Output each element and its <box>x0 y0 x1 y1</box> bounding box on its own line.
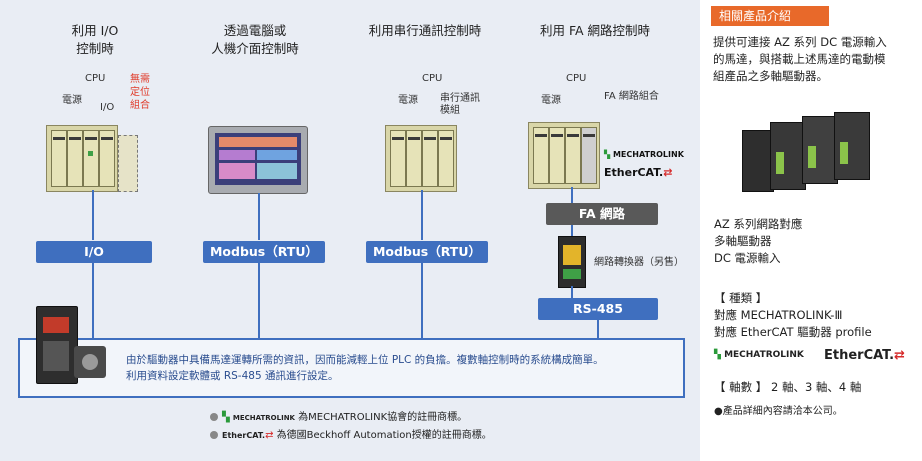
bus-rs485: RS-485 <box>538 298 658 320</box>
bus-modbus-2: Modbus（RTU） <box>366 241 488 263</box>
sidebar-mechatrolink-logo: ▚ MECHATROLINK <box>714 350 804 360</box>
info-line-2: 利用資料設定軟體或 RS-485 通訊進行設定。 <box>126 370 339 382</box>
col1-optional-module <box>118 135 138 192</box>
col4-power-label: 電源 <box>541 95 561 106</box>
col1-heading-line2: 控制時 <box>76 41 114 56</box>
col2-heading-line1: 透過電腦或 <box>223 23 287 38</box>
modbus2-drop-line <box>421 263 423 339</box>
col4-connector-top <box>571 187 573 203</box>
info-box: 由於驅動器中具備馬達運轉所需的資訊，因而能減輕上位 PLC 的負擔。複數軸控制時… <box>18 338 685 398</box>
col3-serial-label-1: 串行通訊 <box>440 93 480 104</box>
col3-serial-label-2: 模組 <box>440 105 460 116</box>
col3-power-label: 電源 <box>398 95 418 106</box>
col1-heading-line1: 利用 I/O <box>71 23 119 38</box>
modbus1-drop-line <box>258 263 260 339</box>
col1-no-positioning-2: 定位 <box>130 87 150 98</box>
col4-heading: 利用 FA 網路控制時 <box>539 23 651 38</box>
col4-ethercat-logo: EtherCAT.⇄ <box>604 166 673 179</box>
rs485-drop-line <box>597 320 599 339</box>
bullet-icon <box>210 431 218 439</box>
col3-connector <box>421 190 423 240</box>
sidebar-types: 【 種類 】 對應 MECHATROLINK-Ⅲ 對應 EtherCAT 驅動器… <box>714 290 872 341</box>
bus-modbus-1: Modbus（RTU） <box>203 241 325 263</box>
ethercat-arrow-icon: ⇄ <box>894 348 905 363</box>
hmi-touch-panel <box>208 126 308 194</box>
info-text: 由於驅動器中具備馬達運轉所需的資訊，因而能減輕上位 PLC 的負擔。複數軸控制時… <box>126 352 604 384</box>
sidebar-ethercat-text: EtherCAT. <box>824 348 895 363</box>
col2-heading-line2: 人機介面控制時 <box>211 41 299 56</box>
col1-cpu-label: CPU <box>85 73 106 84</box>
col4-ethercat-text: EtherCAT. <box>604 166 664 179</box>
product-line-2: 多軸驅動器 <box>714 234 772 248</box>
ethercat-arrow-icon: ⇄ <box>265 430 274 441</box>
bullet-icon <box>210 413 218 421</box>
trademark-mechatrolink: ▚ MECHATROLINK 為MECHATROLINK協會的註冊商標。 <box>210 411 467 425</box>
types-heading: 【 種類 】 <box>714 291 768 305</box>
motor-image <box>74 346 106 378</box>
network-converter <box>558 236 586 288</box>
converter-label: 網路轉換器（另售） <box>594 257 684 268</box>
col3-plc-unit <box>385 125 457 192</box>
driver-unit-image <box>36 306 78 384</box>
sidebar-desc-3: 組產品之多軸驅動器。 <box>713 69 828 83</box>
col1-connector <box>92 190 94 240</box>
tm-ethercat-note: 為德國Beckhoff Automation授權的註冊商標。 <box>276 430 492 441</box>
col4-mechatrolink-text: MECHATROLINK <box>612 150 684 159</box>
col1-no-positioning-1: 無需 <box>130 74 150 85</box>
col4-mechatrolink-logo: ▚ MECHATROLINK <box>604 150 684 159</box>
col3-heading: 利用串行通訊控制時 <box>368 23 482 38</box>
tm-mechatrolink-text: MECHATROLINK <box>232 414 295 422</box>
col2-heading: 透過電腦或 人機介面控制時 <box>200 22 310 58</box>
col1-heading: 利用 I/O 控制時 <box>40 22 150 58</box>
product-line-3: DC 電源輸入 <box>714 251 781 265</box>
mechatrolink-mark-icon: ▚ <box>222 412 230 423</box>
sidebar-mechatrolink-text: MECHATROLINK <box>724 350 804 360</box>
fa-network-box: FA 網路 <box>546 203 658 225</box>
sidebar-desc-1: 提供可連接 AZ 系列 DC 電源輸入 <box>713 35 887 49</box>
io-drop-line <box>92 263 94 339</box>
col1-plc-unit <box>46 125 118 192</box>
col4-connector-mid <box>571 225 573 236</box>
sidebar-description: 提供可連接 AZ 系列 DC 電源輸入 的馬達，與搭載上述馬達的電動模 組產品之… <box>713 34 887 85</box>
bus-io: I/O <box>36 241 152 263</box>
type-mechatrolink: 對應 MECHATROLINK-Ⅲ <box>714 308 843 322</box>
col4-fa-unit-label: FA 網路組合 <box>604 91 659 102</box>
col4-connector-low <box>571 286 573 298</box>
tm-mechatrolink-note: 為MECHATROLINK協會的註冊商標。 <box>298 412 468 423</box>
col4-plc-unit <box>528 122 600 189</box>
col4-cpu-label: CPU <box>566 73 587 84</box>
col1-io-label: I/O <box>100 102 115 113</box>
trademark-ethercat: EtherCAT.⇄ 為德國Beckhoff Automation授權的註冊商標… <box>210 429 492 443</box>
sidebar-product-name: AZ 系列網路對應 多軸驅動器 DC 電源輸入 <box>714 216 802 267</box>
system-diagram-panel: 利用 I/O 控制時 透過電腦或 人機介面控制時 利用串行通訊控制時 利用 FA… <box>0 0 700 461</box>
tm-ethercat-text: EtherCAT. <box>222 431 266 440</box>
sidebar-ethercat-logo: EtherCAT.⇄ <box>824 348 905 363</box>
mechatrolink-mark-icon: ▚ <box>714 350 721 360</box>
info-line-1: 由於驅動器中具備馬達運轉所需的資訊，因而能減輕上位 PLC 的負擔。複數軸控制時… <box>126 354 604 366</box>
col2-connector <box>258 193 260 240</box>
sidebar-note: ●產品詳細內容請洽本公司。 <box>714 406 843 417</box>
type-ethercat: 對應 EtherCAT 驅動器 profile <box>714 325 872 339</box>
multi-axis-driver-image <box>742 112 870 198</box>
col1-no-positioning-3: 組合 <box>130 100 150 111</box>
product-line-1: AZ 系列網路對應 <box>714 217 803 231</box>
related-products-tag[interactable]: 相關產品介紹 <box>711 6 829 26</box>
sidebar-axes: 【 軸數 】 2 軸、3 軸、4 軸 <box>714 380 862 394</box>
sidebar-desc-2: 的馬達，與搭載上述馬達的電動模 <box>713 52 886 66</box>
col1-power-label: 電源 <box>62 95 82 106</box>
col3-cpu-label: CPU <box>422 73 443 84</box>
